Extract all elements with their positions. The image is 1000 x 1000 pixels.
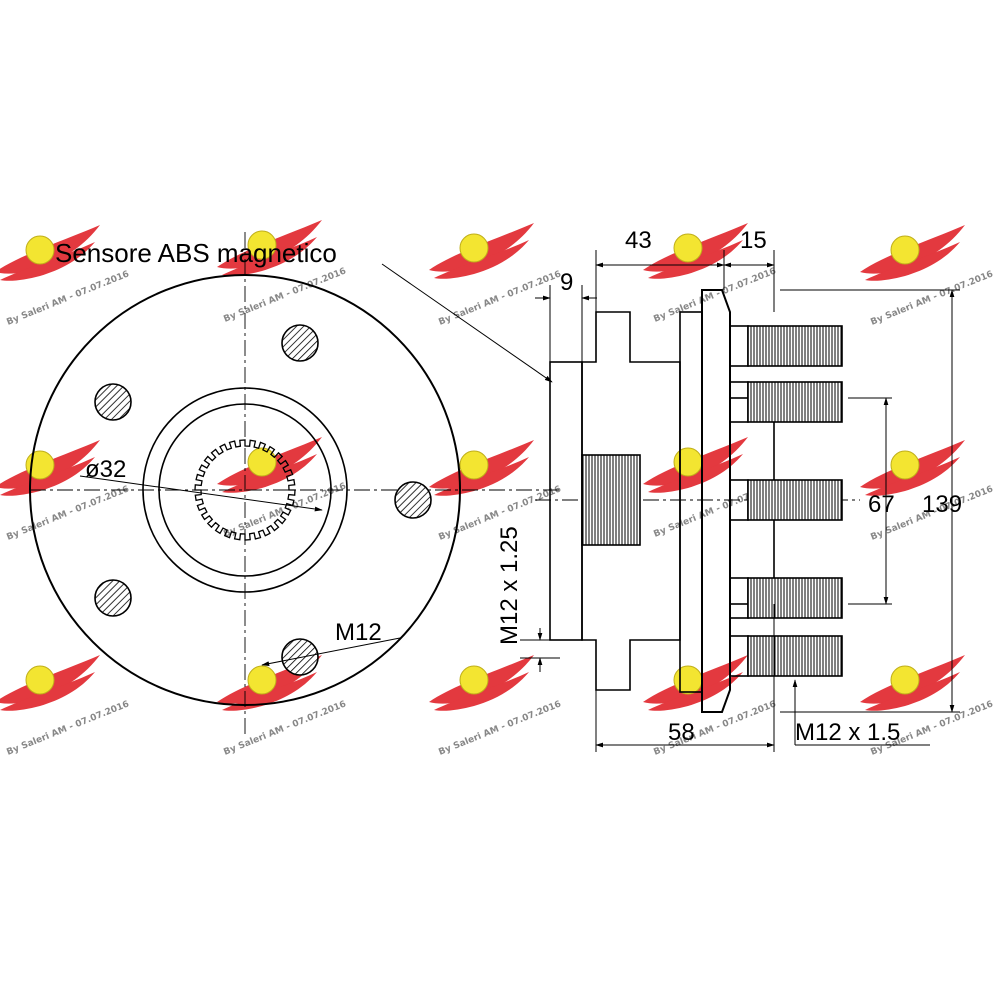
hub-side-view	[381, 250, 960, 752]
dim-43-label: 43	[625, 227, 652, 254]
abs-sensor-label: Sensore ABS magnetico	[55, 238, 337, 268]
bolt-hole	[281, 638, 319, 676]
wheel-stud	[747, 325, 843, 367]
wheel-stud	[747, 635, 843, 677]
wheel-flange	[701, 289, 731, 713]
splined-shaft	[581, 454, 641, 546]
stud-thread-label: M12 x 1.5	[795, 719, 900, 746]
pilot-outer-circle	[142, 387, 348, 593]
axial-thread-label: M12 x 1.25	[496, 526, 523, 645]
bearing-body	[679, 311, 703, 693]
bolt-hole	[394, 481, 432, 519]
bolt-thread-label: M12	[335, 619, 382, 646]
wheel-studs	[729, 325, 843, 677]
abs-sensor-leader-line	[381, 263, 553, 383]
bore-leader-line	[79, 475, 323, 512]
wheel-stud	[747, 577, 843, 619]
flange-outer-circle	[29, 274, 461, 706]
watermark-group: By Saleri AM - 07.07.2016 By Saleri AM -…	[0, 219, 995, 758]
dim-139-label: 139	[922, 491, 962, 518]
bolt-hole	[94, 579, 132, 617]
bolt-hole	[281, 324, 319, 362]
hub-front-view	[29, 232, 560, 735]
dim-9-label: 9	[560, 269, 573, 296]
dim-67-label: 67	[868, 491, 895, 518]
bore-diameter-label: ø32	[85, 456, 126, 483]
bolt-holes	[94, 324, 432, 676]
pilot-inner-circle	[158, 403, 332, 577]
bolt-thread-leader-line	[261, 637, 401, 666]
dimension-lines	[520, 250, 960, 752]
dim-58-label: 58	[668, 719, 695, 746]
wheel-stud	[747, 381, 843, 423]
wheel-stud	[747, 479, 843, 521]
dim-15-label: 15	[740, 227, 767, 254]
bolt-hole	[94, 383, 132, 421]
abs-sensor-ring	[549, 361, 583, 641]
watermark-text: By Saleri AM - 07.07.2016	[437, 269, 562, 327]
splined-bore	[194, 439, 296, 541]
